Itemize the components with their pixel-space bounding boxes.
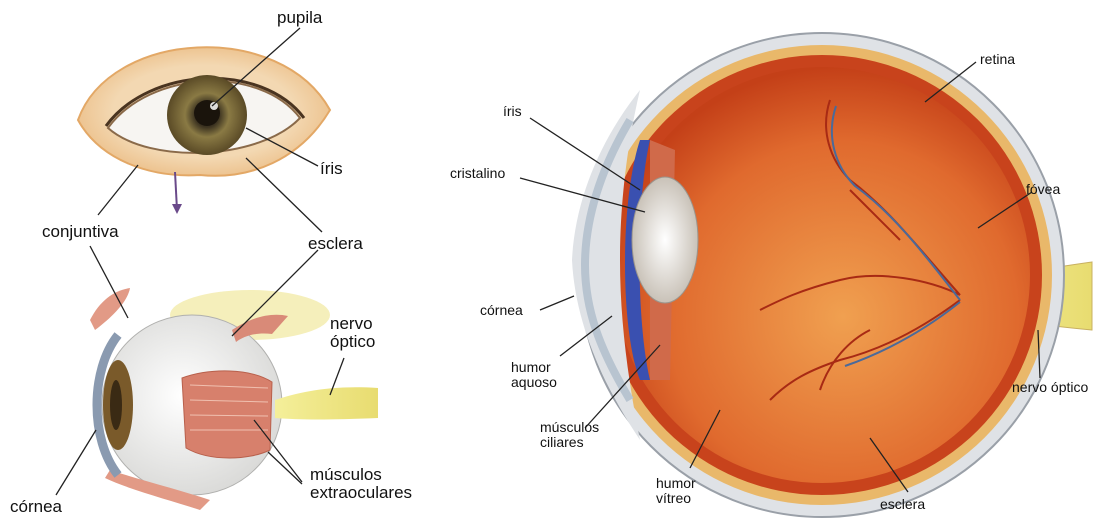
label-retina: retina bbox=[980, 52, 1015, 67]
label-nervo-optico-right: nervo óptico bbox=[1012, 380, 1088, 395]
label-humor-aquoso: humor aquoso bbox=[511, 360, 557, 389]
label-conjuntiva: conjuntiva bbox=[42, 223, 119, 241]
label-esclera-right: esclera bbox=[880, 497, 925, 512]
external-eye bbox=[78, 47, 330, 214]
label-humor-vitreo: humor vítreo bbox=[656, 476, 696, 505]
label-pupila: pupila bbox=[277, 9, 322, 27]
label-cornea-right: córnea bbox=[480, 303, 523, 318]
label-fovea: fóvea bbox=[1026, 182, 1060, 197]
label-musculos-ciliares: músculos ciliares bbox=[540, 420, 599, 449]
label-iris-left: íris bbox=[320, 160, 343, 178]
eye-cross-section bbox=[572, 33, 1092, 517]
pupil-side bbox=[110, 380, 122, 430]
optic-nerve-side bbox=[275, 387, 378, 419]
label-nervo-optico-left: nervo óptico bbox=[330, 315, 375, 351]
label-iris-right: íris bbox=[503, 104, 522, 119]
lateral-muscle bbox=[182, 371, 272, 458]
label-esclera-left: esclera bbox=[308, 235, 363, 253]
label-cristalino: cristalino bbox=[450, 166, 505, 181]
label-cornea-left: córnea bbox=[10, 498, 62, 516]
lens bbox=[632, 177, 698, 303]
pupil-highlight bbox=[210, 102, 218, 110]
label-musculos-extraoculares: músculos extraoculares bbox=[310, 466, 412, 502]
upper-lid-muscle bbox=[90, 288, 130, 330]
tear-arrow-head bbox=[172, 204, 182, 214]
